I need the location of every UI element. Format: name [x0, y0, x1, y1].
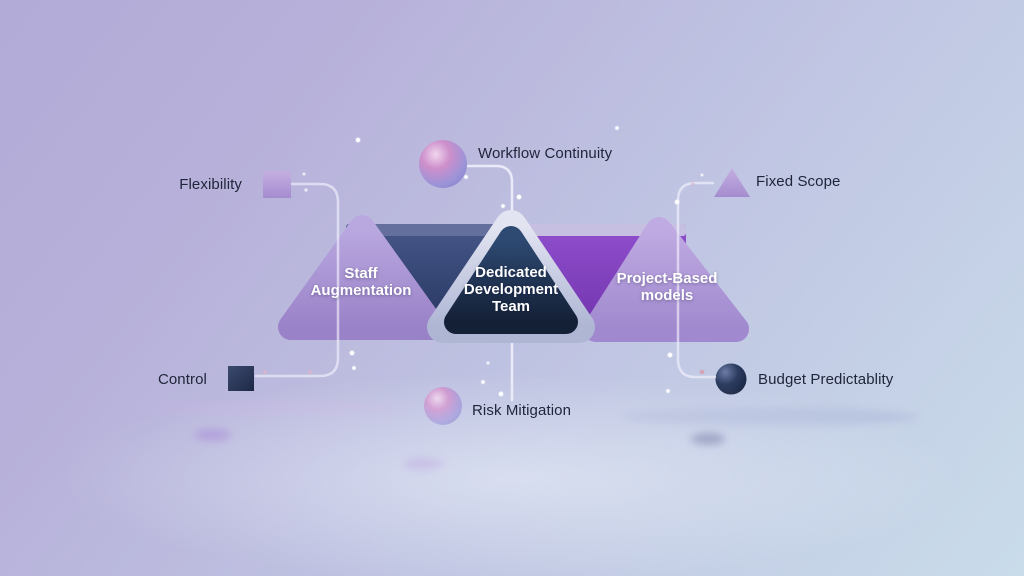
- sparkle-dot: [481, 380, 485, 384]
- workflow-continuity-label: Workflow Continuity: [478, 145, 613, 162]
- sparkle-dot: [302, 172, 306, 176]
- center-triangle-shape: [444, 226, 578, 334]
- right-connector-line: [676, 181, 717, 379]
- sparkle-dot: [700, 173, 704, 177]
- sparkle-dot: [464, 175, 468, 179]
- left-triangle-shape: [278, 215, 446, 340]
- risk-mitigation-label: Risk Mitigation: [472, 402, 572, 419]
- triangle-nodes: [278, 210, 749, 343]
- node-line: Augmentation: [310, 282, 412, 299]
- shadow-blob-center: [404, 458, 444, 470]
- haze-streak: [150, 400, 410, 416]
- bead-dot: [691, 182, 695, 186]
- node-line: Development: [463, 281, 559, 298]
- center-node-label: Dedicated Development Team: [426, 264, 596, 315]
- center-connector-line: [456, 164, 514, 402]
- bead-dot: [700, 370, 704, 374]
- sparkle-dot: [349, 350, 355, 356]
- fixed-scope-triangle-icon: [714, 168, 750, 197]
- navy-bar-top-face: [346, 224, 514, 236]
- node-line: Team: [491, 298, 531, 315]
- sparkle-dot: [486, 361, 490, 365]
- budget-sphere-icon: [715, 363, 747, 395]
- sparkle-dot: [498, 391, 504, 397]
- right-node-label: Project-Based models: [582, 270, 752, 304]
- fixed-scope-label: Fixed Scope: [756, 173, 841, 190]
- side-connectors: [254, 181, 717, 379]
- sparkle-dots: [263, 126, 704, 397]
- control-cube-icon: [228, 366, 254, 391]
- sparkle-dot: [352, 366, 356, 370]
- shadow-blob-left: [195, 429, 231, 441]
- sparkle-dot: [304, 188, 308, 192]
- sparkle-dot: [516, 194, 522, 200]
- sparkle-dot: [615, 126, 619, 130]
- ground-shadows: [150, 400, 920, 470]
- shadow-blob-sphere: [691, 433, 725, 445]
- node-line: models: [640, 287, 694, 304]
- bead-dot: [263, 370, 267, 374]
- right-triangle-shape: [583, 217, 749, 342]
- left-node-label: Staff Augmentation: [276, 265, 446, 299]
- flexibility-label: Flexibility: [179, 176, 242, 193]
- budget-predictability-label: Budget Predictablity: [758, 371, 894, 388]
- callout-icons: [228, 140, 750, 425]
- sparkle-dot: [355, 137, 361, 143]
- control-label: Control: [157, 371, 207, 388]
- sparkle-dot: [666, 389, 670, 393]
- node-line: Staff: [344, 265, 378, 282]
- risk-sphere-icon: [424, 387, 462, 425]
- shadow-right: [620, 408, 920, 426]
- flexibility-square-icon: [263, 171, 291, 198]
- sparkle-dot: [667, 352, 673, 358]
- left-connector-line: [254, 182, 340, 378]
- node-line: Project-Based: [616, 270, 718, 287]
- sparkle-dot: [501, 204, 505, 208]
- node-line: Dedicated: [475, 264, 547, 281]
- bead-dot: [308, 370, 312, 374]
- workflow-sphere-icon: [419, 140, 467, 188]
- sparkle-dot: [674, 199, 680, 205]
